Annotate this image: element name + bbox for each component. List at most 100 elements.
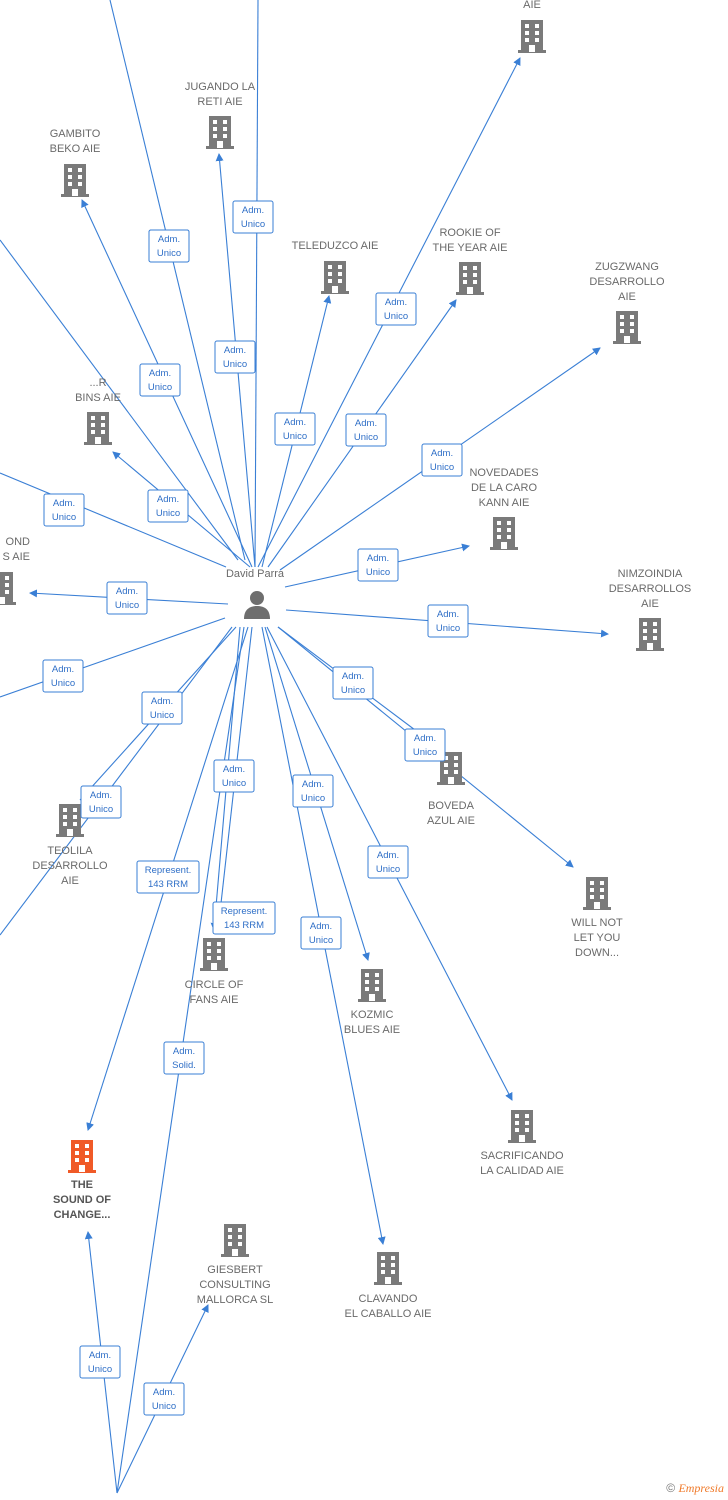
relation-text: 143 RRM: [148, 879, 188, 890]
relation-label[interactable]: Adm.Solid.: [163, 1041, 205, 1075]
relation-text: Adm.: [310, 921, 332, 932]
company-name: LA CALIDAD AIE: [480, 1165, 564, 1177]
relation-text: Unico: [341, 685, 365, 696]
relation-text: Adm.: [242, 205, 264, 216]
relation-label[interactable]: Represent.143 RRM: [136, 860, 200, 894]
company-name: JUGANDO LA: [185, 81, 256, 93]
relation-label[interactable]: Adm.Unico: [375, 292, 417, 326]
company-node-kozmic[interactable]: KOZMIC BLUES AIE: [344, 969, 400, 1036]
company-name: KOZMIC: [351, 1009, 394, 1021]
relation-label[interactable]: Adm.Unico: [404, 728, 446, 762]
building-icon: [0, 572, 16, 605]
relation-text: Adm.: [53, 498, 75, 509]
relation-label[interactable]: Adm.Unico: [345, 413, 387, 447]
relation-label[interactable]: Adm. Unico: [421, 443, 463, 477]
relation-label[interactable]: Adm.Unico: [43, 493, 85, 527]
relation-label[interactable]: Adm.Unico: [232, 200, 274, 234]
relation-text: Adm.: [157, 494, 179, 505]
relation-label[interactable]: Adm. Unico: [139, 363, 181, 397]
company-name: CONSULTING: [199, 1279, 270, 1291]
relation-label[interactable]: Represent.143 RRM: [212, 901, 276, 935]
company-name: THE: [71, 1179, 93, 1191]
relation-label[interactable]: Adm.Unico: [427, 604, 469, 638]
relation-label[interactable]: Adm.Unico: [141, 691, 183, 725]
company-name: ...R: [89, 377, 106, 389]
relation-label[interactable]: Adm.Unico: [292, 774, 334, 808]
company-node-aie-top[interactable]: AIE: [518, 0, 546, 53]
relation-label[interactable]: Adm.Unico: [148, 229, 190, 263]
person-icon[interactable]: [244, 591, 270, 619]
relation-text: Adm.: [149, 368, 171, 379]
relation-text: Unico: [283, 431, 307, 442]
relation-text: Unico: [152, 1401, 176, 1412]
relation-label[interactable]: Adm.Unico: [79, 1345, 121, 1379]
company-name: NIMZOINDIA: [618, 568, 683, 580]
relation-label[interactable]: Adm.Unico: [367, 845, 409, 879]
building-icon: [613, 311, 641, 344]
company-node-teleduzco[interactable]: TELEDUZCO AIE: [292, 240, 379, 294]
company-name: BLUES AIE: [344, 1024, 400, 1036]
company-name: AIE: [641, 598, 659, 610]
building-icon: [583, 877, 611, 910]
company-name: NOVEDADES: [469, 467, 538, 479]
relation-text: Adm.: [377, 850, 399, 861]
building-icon: [508, 1110, 536, 1143]
relation-text: Adm.: [437, 609, 459, 620]
brand-name: Empresia: [678, 1481, 724, 1495]
relation-text: Unico: [51, 678, 75, 689]
relation-text: Unico: [223, 359, 247, 370]
relation-label[interactable]: Adm.Unico: [213, 759, 255, 793]
relation-label[interactable]: Adm.Unico: [80, 785, 122, 819]
company-name: THE YEAR AIE: [433, 242, 508, 254]
relation-text: Adm.: [431, 448, 453, 459]
relation-label[interactable]: Adm.Unico: [143, 1382, 185, 1416]
relation-text: Adm.: [151, 696, 173, 707]
company-node-nimzoindia[interactable]: NIMZOINDIA DESARROLLOS AIE: [609, 568, 692, 651]
relation-label[interactable]: Adm.Unico: [357, 548, 399, 582]
relation-text: Unico: [366, 567, 390, 578]
relation-text: Adm.: [223, 764, 245, 775]
company-name: DESARROLLOS: [609, 583, 692, 595]
relation-text: Adm.: [414, 733, 436, 744]
company-name: OND: [6, 536, 31, 548]
building-icon: [490, 517, 518, 550]
relation-text: Adm.: [90, 790, 112, 801]
building-icon: [636, 618, 664, 651]
relation-label[interactable]: Adm.Unico: [274, 412, 316, 446]
relation-text: Unico: [430, 462, 454, 473]
relation-text: Adm.: [385, 297, 407, 308]
relation-label[interactable]: Adm.Unico: [42, 659, 84, 693]
company-name: DESARROLLO: [589, 276, 665, 288]
relation-text: Solid.: [172, 1060, 196, 1071]
relation-edge: [254, 0, 259, 568]
building-icon: [456, 262, 484, 295]
relation-label[interactable]: Adm.Unico: [332, 666, 374, 700]
company-name: BEKO AIE: [50, 143, 101, 155]
relation-text: Unico: [148, 382, 172, 393]
relation-text: Adm.: [116, 586, 138, 597]
relation-label[interactable]: Adm.Unico: [147, 489, 189, 523]
relation-label[interactable]: Adm.Unico: [106, 581, 148, 615]
center-person[interactable]: David Parra: [226, 568, 285, 619]
relation-text: Represent.: [221, 906, 267, 917]
company-name: AIE: [523, 0, 541, 11]
relation-label[interactable]: Adm.Unico: [214, 340, 256, 374]
relation-label[interactable]: Adm.Unico: [300, 916, 342, 950]
